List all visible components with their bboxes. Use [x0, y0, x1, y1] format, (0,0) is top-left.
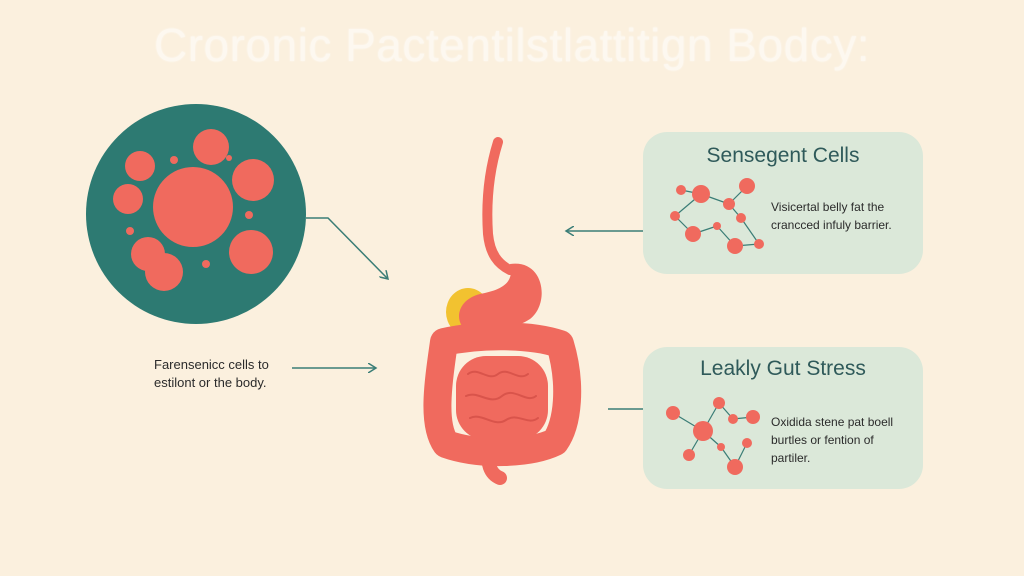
leaky-gut-panel-line-3: partiler.	[771, 451, 811, 465]
senescent-cells-panel: Sensegent Cells Visicertal	[643, 132, 923, 274]
left-caption: Farensenicc cells to estilont or the bod…	[154, 356, 269, 392]
senescent-cell-illustration	[86, 104, 306, 324]
leaky-gut-panel-line-2: burtles or fention of	[771, 433, 874, 447]
left-caption-line-1: Farensenicc cells to	[154, 357, 269, 372]
leaky-gut-panel-title: Leakly Gut Stress	[700, 357, 866, 380]
senescent-cells-panel-line-2: crancced infuly barrier.	[771, 218, 892, 232]
arrow-cell-to-organ	[306, 217, 388, 279]
page-title: Croronic Pactentilstlattitign Bodcy:	[154, 19, 870, 71]
senescent-cells-panel-text: Visicertal belly fat the crancced infuly…	[771, 198, 892, 234]
leaky-gut-panel-text: Oxidida stene pat boell burtles or fenti…	[771, 413, 893, 467]
molecule-icon	[670, 178, 764, 254]
digestive-system-illustration	[423, 137, 582, 485]
senescent-cells-panel-title: Sensegent Cells	[706, 144, 860, 167]
molecule-icon	[666, 397, 760, 475]
senescent-cells-panel-line-1: Visicertal belly fat the	[771, 200, 885, 214]
left-caption-line-2: estilont or the body.	[154, 375, 267, 390]
leaky-gut-panel: Leakly Gut Stress Oxidida stene pat boel…	[643, 347, 923, 489]
leaky-gut-panel-line-1: Oxidida stene pat boell	[771, 415, 894, 429]
